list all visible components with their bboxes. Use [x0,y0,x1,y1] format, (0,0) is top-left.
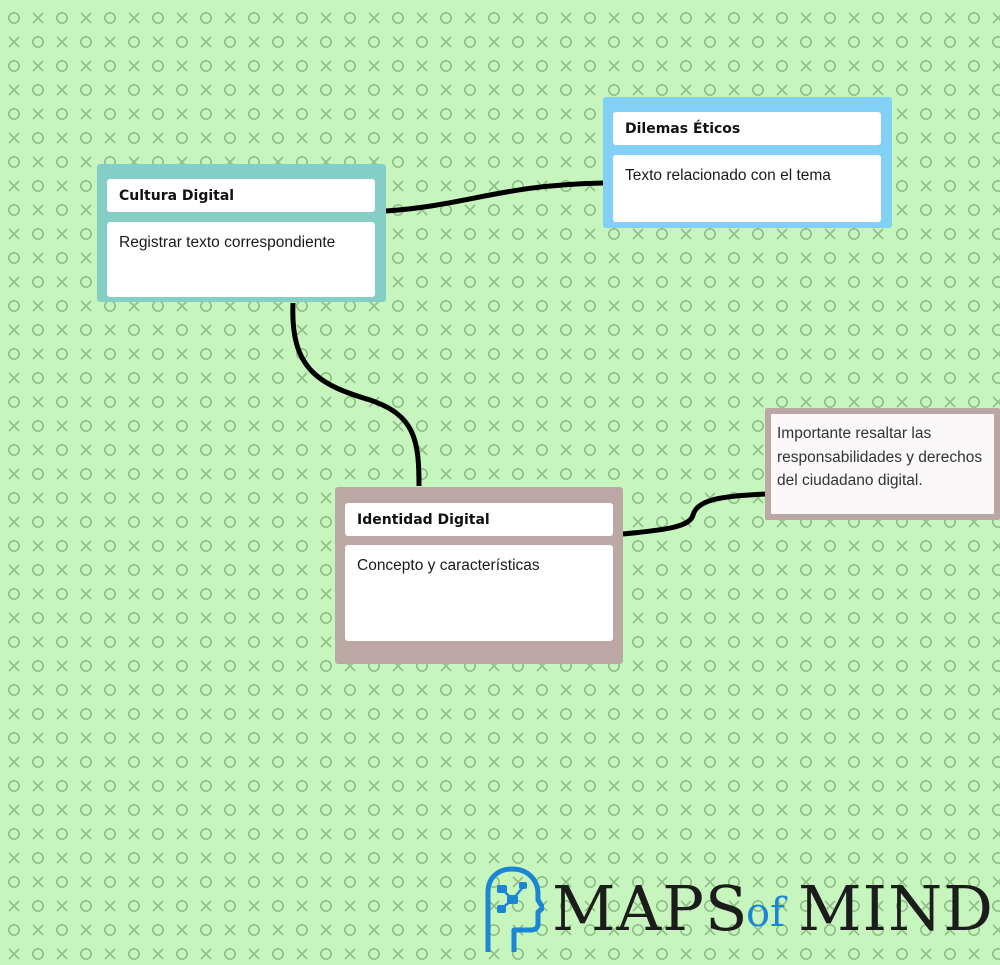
logo-word-of: of [746,890,785,936]
node-identidad-digital[interactable]: Identidad Digital Concepto y característ… [335,487,623,664]
node-title[interactable]: Cultura Digital [107,179,375,212]
note-line: del ciudadano digital. [777,472,923,489]
maps-of-mind-logo: MAPS of MIND [480,866,993,958]
logo-word-mind: MIND [798,872,994,945]
note-line: Importante resaltar las [777,425,932,442]
head-network-icon [485,866,544,952]
node-title[interactable]: Dilemas Éticos [613,112,881,145]
node-body[interactable]: Texto relacionado con el tema [613,155,881,222]
logo-word-maps: MAPS [552,872,749,945]
node-title[interactable]: Identidad Digital [345,503,613,536]
node-body[interactable]: Registrar texto correspondiente [107,222,375,297]
node-dilemas-eticos[interactable]: Dilemas Éticos Texto relacionado con el … [603,97,892,228]
note-text[interactable]: Importante resaltar las responsabilidade… [771,414,994,514]
node-cultura-digital[interactable]: Cultura Digital Registrar texto correspo… [97,164,386,302]
node-body[interactable]: Concepto y características [345,545,613,641]
note-callout[interactable]: Importante resaltar las responsabilidade… [765,408,1000,520]
note-line: responsabilidades y derechos [777,448,983,466]
